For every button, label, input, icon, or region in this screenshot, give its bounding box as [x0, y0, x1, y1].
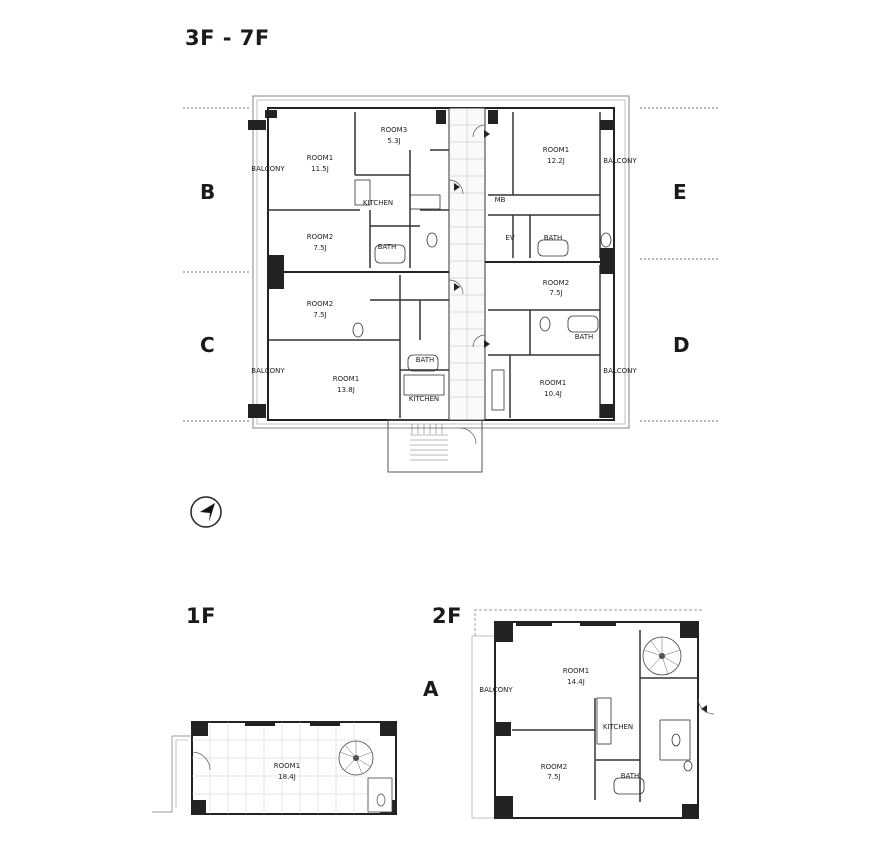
b-room2-label: ROOM2	[307, 233, 333, 241]
d-balcony-label: BALCONY	[603, 367, 637, 375]
unit-e-label: E	[673, 180, 687, 204]
second-bath-label: BATH	[621, 772, 640, 780]
c-room1-label: ROOM1	[333, 375, 359, 383]
second-floor-plan	[471, 609, 715, 819]
first-room1-label: ROOM1	[274, 762, 300, 770]
grid-lines	[183, 107, 718, 422]
second-floor-title: 2F	[432, 604, 462, 628]
second-room2-label: ROOM2	[541, 763, 567, 771]
c-balcony-label: BALCONY	[251, 367, 285, 375]
unit-b-label: B	[200, 180, 216, 204]
compass-arrow-icon	[190, 496, 222, 528]
d-room2-size: 7.5J	[549, 289, 562, 297]
first-room1-size: 18.4J	[278, 773, 296, 781]
d-room1-label: ROOM1	[540, 379, 566, 387]
first-floor-title: 1F	[186, 604, 216, 628]
c-room1-size: 13.8J	[337, 386, 355, 394]
b-room1-label: ROOM1	[307, 154, 333, 162]
c-room2-size: 7.5J	[313, 311, 326, 319]
e-ev-label: EV	[505, 234, 514, 242]
upper-plan	[248, 95, 630, 473]
b-room3-size: 5.3J	[387, 137, 400, 145]
unit-d-label: D	[673, 333, 690, 357]
unit-c-label: C	[200, 333, 215, 357]
c-bath-label: BATH	[416, 356, 435, 364]
b-room1-size: 11.5J	[311, 165, 329, 173]
first-floor-plan	[152, 721, 397, 815]
b-bath-label: BATH	[378, 243, 397, 251]
second-room2-size: 7.5J	[547, 773, 560, 781]
b-kitchen-label: KITCHEN	[363, 199, 393, 207]
second-room1-label: ROOM1	[563, 667, 589, 675]
b-balcony-label: BALCONY	[251, 165, 285, 173]
e-room1-label: ROOM1	[543, 146, 569, 154]
second-kitchen-label: KITCHEN	[603, 723, 633, 731]
second-balcony-label: BALCONY	[479, 686, 513, 694]
e-mb-label: MB	[495, 196, 506, 204]
c-kitchen-label: KITCHEN	[409, 395, 439, 403]
b-room2-size: 7.5J	[313, 244, 326, 252]
second-room1-size: 14.4J	[567, 678, 585, 686]
e-room1-size: 12.2J	[547, 157, 565, 165]
e-bath-label: BATH	[544, 234, 563, 242]
b-room3-label: ROOM3	[381, 126, 407, 134]
c-room2-label: ROOM2	[307, 300, 333, 308]
d-room1-size: 10.4J	[544, 390, 562, 398]
d-bath-label: BATH	[575, 333, 594, 341]
d-room2-label: ROOM2	[543, 279, 569, 287]
unit-a-label: A	[423, 677, 439, 701]
upper-floor-title: 3F - 7F	[185, 26, 270, 50]
e-balcony-label: BALCONY	[603, 157, 637, 165]
